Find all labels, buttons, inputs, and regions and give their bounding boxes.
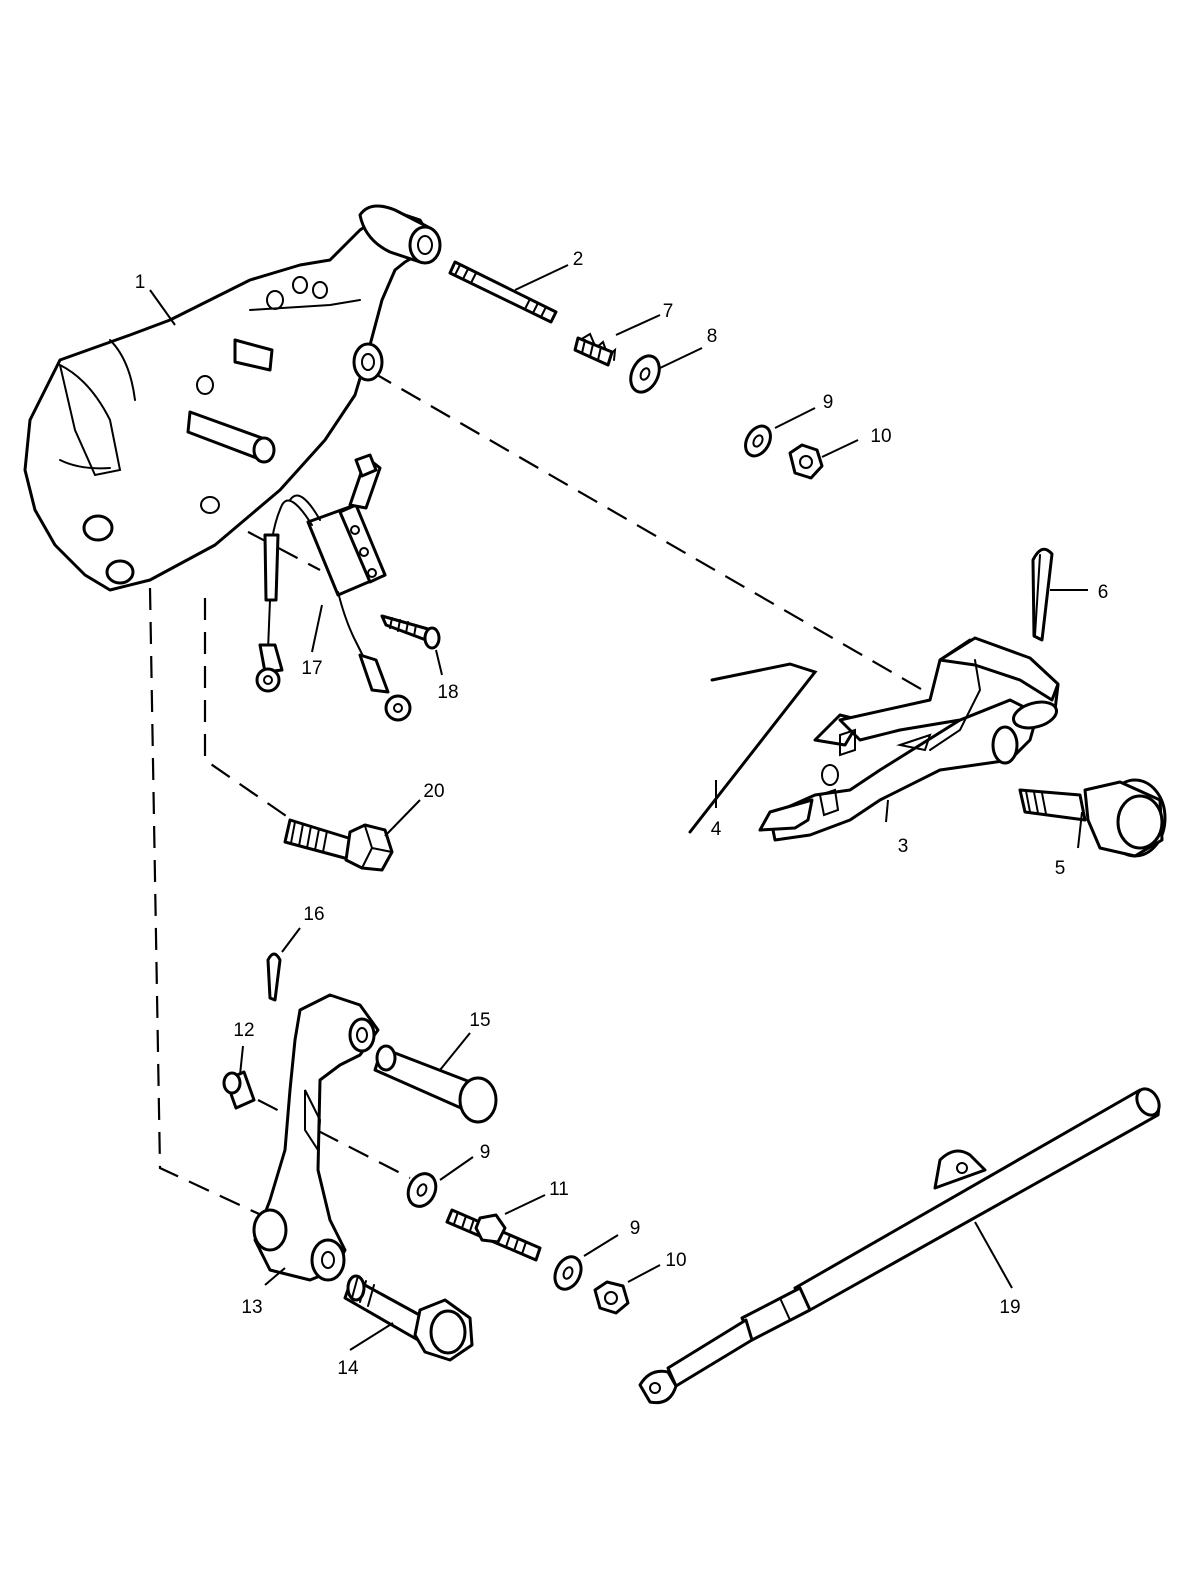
part-10-nut-bottom [593,1280,630,1315]
part-1-mounting-bracket [23,204,442,592]
part-8-washer [629,354,661,394]
part-15-pin [373,1044,498,1124]
leader-1 [149,289,176,326]
part-9-washer-top [744,424,772,458]
part-11-stud [445,1208,542,1262]
leader-3 [885,799,889,823]
leader-7 [615,314,661,336]
leader-11 [504,1194,546,1215]
dashed-line-bracket-to-shift-lever [371,371,941,701]
leader-18 [435,649,443,676]
callout-2: 2 [573,249,584,270]
leader-17 [311,604,323,653]
leader-16 [281,927,301,953]
callout-3: 3 [898,836,909,857]
callout-14: 14 [337,1358,359,1379]
callout-9-middle: 9 [480,1142,491,1163]
part-19-shift-shaft [638,1087,1161,1405]
callout-5: 5 [1055,858,1066,879]
callout-9-top: 9 [823,392,834,413]
leader-20 [384,799,421,837]
part-7-spring [573,332,617,367]
part-5-shoulder-bolt [1018,778,1167,858]
callout-7: 7 [663,301,674,322]
callout-4: 4 [711,819,722,840]
callout-15: 15 [469,1010,490,1031]
leader-15 [439,1032,471,1071]
part-20-bolt [283,818,394,872]
part-13-link [252,993,380,1282]
part-18-screw [380,614,441,650]
leader-8 [659,347,703,369]
callout-17: 17 [301,658,322,679]
callout-9-bottom: 9 [630,1218,641,1239]
callout-6: 6 [1098,582,1109,603]
part-12-pin [222,1070,256,1110]
leader-14 [349,1322,394,1351]
callout-16: 16 [303,904,324,925]
part-3-shift-lever [758,636,1060,842]
part-4-spring-wire [688,662,818,834]
leader-2 [514,264,569,291]
dashed-line-link-to-washer [257,1099,411,1179]
leader-9-top [774,407,816,429]
callout-19: 19 [999,1297,1020,1318]
part-17-switch [255,453,412,722]
leader-12 [239,1045,244,1076]
callout-13: 13 [241,1297,262,1318]
leader-10-bottom [627,1264,661,1283]
part-6-cotter-pin [1031,547,1054,642]
leader-9-middle [439,1156,474,1181]
callout-20: 20 [423,781,444,802]
callout-12: 12 [233,1020,254,1041]
leader-lines [149,264,1088,1351]
callout-18: 18 [437,682,458,703]
part-14-shoulder-bolt [343,1274,474,1362]
callout-8: 8 [707,326,718,347]
part-9-washer-bottom [553,1255,583,1291]
part-10-nut-top [788,443,824,480]
dashed-line-bracket-to-link [148,587,273,1221]
callout-10-bottom: 10 [665,1250,686,1271]
callout-11: 11 [549,1179,569,1200]
callout-10-top: 10 [870,426,891,447]
part-16-cotter-pin [266,952,282,1002]
leader-19 [974,1221,1013,1289]
dashed-line-bracket-to-bolt-20 [203,598,293,821]
leader-10-top [821,439,859,458]
part-9-washer-middle [406,1172,438,1208]
leader-5 [1077,811,1083,849]
callout-1: 1 [135,272,146,293]
callout-labels: 1 2 3 4 5 6 7 8 9 10 9 11 9 10 12 13 14 … [135,249,1109,1379]
part-2-stud [448,260,558,324]
leader-13 [264,1267,286,1286]
leader-9-bottom [583,1234,619,1257]
